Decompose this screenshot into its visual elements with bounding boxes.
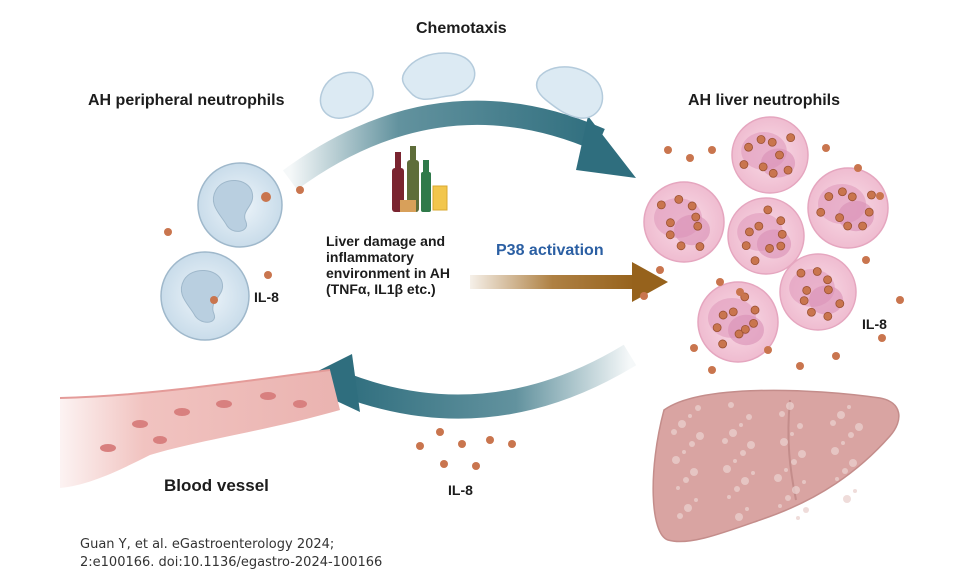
il8-dot — [822, 144, 830, 152]
chemotaxis-arrow — [282, 100, 636, 190]
il8-label: IL-8 — [862, 316, 887, 332]
blood-vessel-label: Blood vessel — [164, 476, 269, 495]
liver-damage-label: Liver damage and inflammatory environmen… — [326, 233, 476, 297]
activated-neutrophil — [807, 167, 889, 249]
liver-neutrophils-label: AH liver neutrophils — [688, 92, 841, 109]
il8-dot — [736, 288, 744, 296]
il8-dot — [832, 352, 840, 360]
il8-dot — [716, 278, 724, 286]
citation-line: 2:e100166. doi:10.1136/egastro-2024-1001… — [80, 555, 383, 570]
blood-vessel-icon — [59, 369, 340, 488]
il8-dot — [896, 296, 904, 304]
liver-damage-line: Liver damage and — [326, 233, 446, 249]
citation: Guan Y, et al. eGastroenterology 2024; 2… — [80, 536, 382, 572]
p38-activation-label: P38 activation — [496, 242, 604, 259]
il8-dot — [690, 344, 698, 352]
citation-line: Guan Y, et al. eGastroenterology 2024; — [80, 537, 335, 552]
il8-dot — [764, 346, 772, 354]
activated-neutrophil — [779, 253, 857, 331]
chemotaxis-label: Chemotaxis — [416, 20, 507, 37]
il8-dot — [640, 292, 648, 300]
alcohol-bottles-icon — [392, 146, 448, 212]
liver-damage-line: (TNFα, IL1β etc.) — [326, 281, 436, 297]
il8-dot — [876, 192, 884, 200]
il8-dot — [796, 362, 804, 370]
il8-label: IL-8 — [254, 289, 279, 305]
il8-dot — [708, 366, 716, 374]
activated-neutrophil — [731, 116, 809, 194]
peripheral-neutrophils-label: AH peripheral neutrophils — [88, 92, 285, 109]
activated-neutrophil — [727, 197, 805, 275]
p38-arrow — [470, 262, 668, 302]
migrating-neutrophils — [319, 52, 604, 119]
activated-neutrophil-icon — [640, 116, 904, 374]
liver-damage-line: inflammatory — [326, 249, 414, 265]
il8-dot — [878, 334, 886, 342]
neutrophil-icon — [160, 162, 283, 341]
il8-dot — [656, 266, 664, 274]
il8-label: IL-8 — [448, 482, 473, 498]
activated-neutrophil — [697, 281, 779, 363]
il8-dot — [854, 164, 862, 172]
il8-dot — [708, 146, 716, 154]
return-arrow — [296, 344, 637, 419]
liver-icon — [652, 389, 900, 543]
il8-dot-icon — [164, 186, 516, 470]
il8-dot — [686, 154, 694, 162]
activated-neutrophil — [643, 181, 725, 263]
il8-dot — [664, 146, 672, 154]
liver-damage-line: environment in AH — [326, 265, 450, 281]
liver-texture — [671, 402, 863, 521]
il8-dot — [862, 256, 870, 264]
